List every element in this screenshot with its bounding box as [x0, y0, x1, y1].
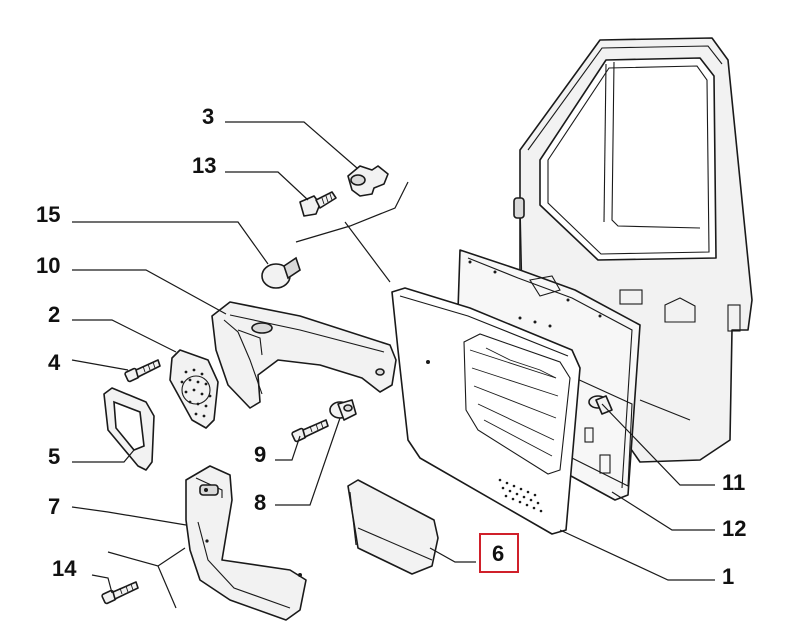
- part-1-door-panel: [391, 287, 581, 535]
- callout-1: 1: [722, 564, 734, 589]
- callout-10: 10: [36, 253, 60, 278]
- part-8-grommet: [329, 399, 357, 421]
- callout-11: 11: [722, 470, 745, 495]
- callout-5: 5: [48, 444, 60, 469]
- leader-lines: [71, 121, 715, 594]
- callout-7: 7: [48, 494, 60, 519]
- part-2-speaker-grille: [169, 349, 219, 429]
- callout-12: 12: [722, 516, 746, 541]
- part-13-screw: [299, 191, 337, 217]
- callout-13: 13: [192, 153, 216, 178]
- callout-labels: 3 13 15 10 2 4 5 7 14 9 8 6 11 12 1: [36, 104, 746, 589]
- vent-grille: [498, 478, 543, 513]
- part-14-screw: [101, 581, 139, 605]
- callout-6: 6: [492, 541, 504, 566]
- part-4-screw: [124, 359, 161, 383]
- callout-15: 15: [36, 202, 60, 227]
- callout-3: 3: [202, 104, 214, 129]
- grille-holes: [180, 368, 212, 418]
- callout-6-highlight-box: [479, 533, 519, 573]
- callout-14: 14: [52, 556, 77, 581]
- grouping-lines: [107, 181, 409, 609]
- part-9-screw: [291, 419, 329, 443]
- part-7-lower-trim: [185, 465, 307, 621]
- part-15-cap-clip: [261, 256, 301, 289]
- callout-4: 4: [48, 350, 61, 375]
- part-5-bezel: [103, 387, 155, 471]
- callout-9: 9: [254, 442, 266, 467]
- callout-2: 2: [48, 302, 60, 327]
- callout-8: 8: [254, 490, 266, 515]
- part-10-armrest: [211, 301, 397, 409]
- part-6-pocket-cover: [347, 479, 439, 575]
- fasteners: [101, 165, 613, 605]
- part-3-clip: [347, 165, 389, 197]
